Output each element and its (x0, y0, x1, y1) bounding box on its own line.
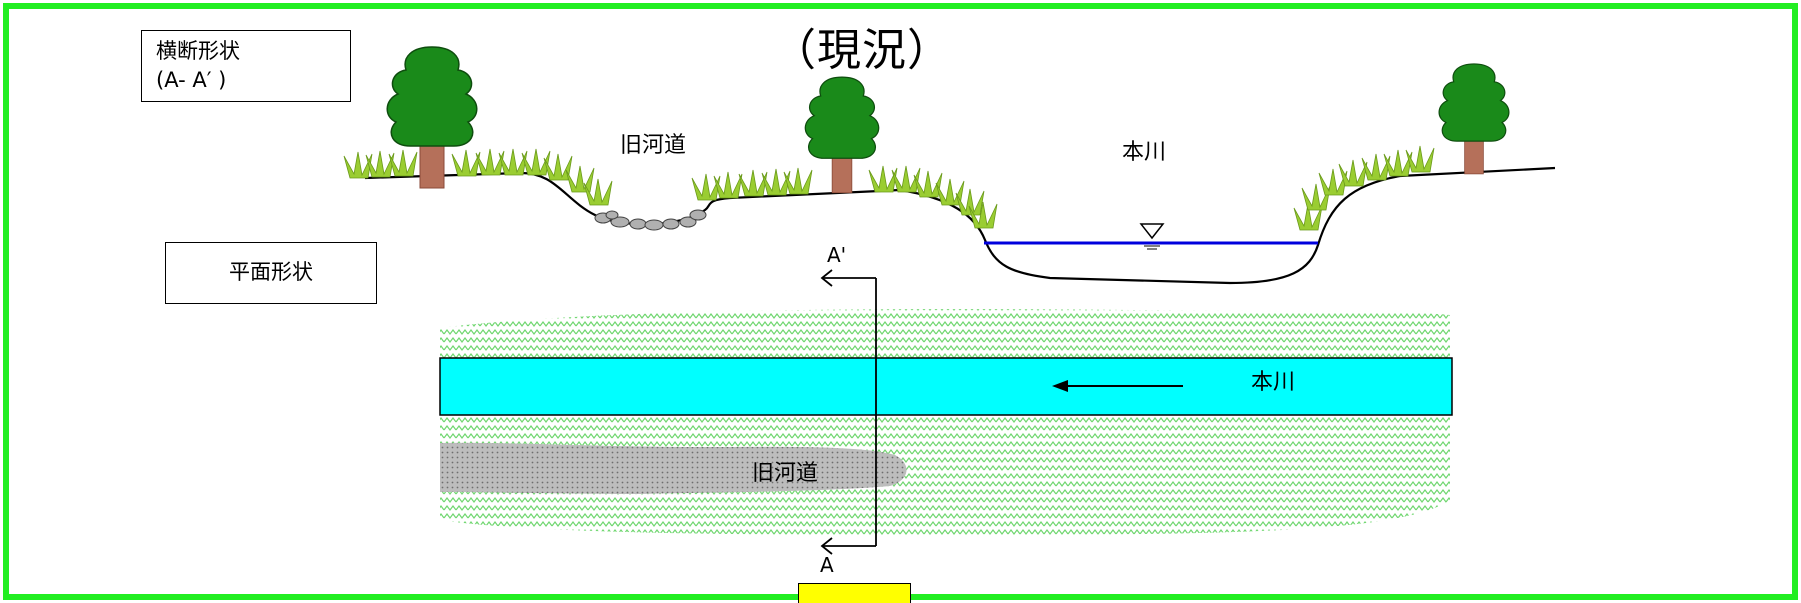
yellow-tab[interactable] (798, 583, 911, 603)
section-mark-a-prime: A' (827, 243, 847, 267)
cross-section-label: 横断形状 (156, 39, 240, 63)
water-level-icon (1139, 223, 1165, 250)
grass-tufts (343, 145, 1435, 231)
tree-icon (804, 76, 880, 194)
vegetation-band (440, 309, 1450, 535)
section-mark-a: A (820, 553, 834, 577)
old-channel-plan-area (440, 442, 907, 494)
old-channel-cross-label: 旧河道 (620, 133, 687, 158)
plan-label-box: 平面形状 (165, 242, 377, 304)
page-title: （現況） (772, 25, 952, 76)
stones (594, 209, 707, 231)
ground-profile (364, 166, 1556, 285)
flow-arrow-icon (1052, 380, 1183, 392)
main-river-cross-label: 本川 (1122, 140, 1167, 165)
section-line (820, 269, 877, 555)
plan-label: 平面形状 (229, 260, 313, 284)
section-id-label: (A- A′ ) (156, 68, 227, 92)
main-river-plan-label: 本川 (1251, 370, 1296, 395)
tree-icon (1438, 63, 1510, 175)
main-river-plan-channel (439, 357, 1453, 416)
cross-section-label-box: 横断形状 (A- A′ ) (141, 30, 351, 102)
old-channel-plan-label: 旧河道 (752, 461, 819, 486)
